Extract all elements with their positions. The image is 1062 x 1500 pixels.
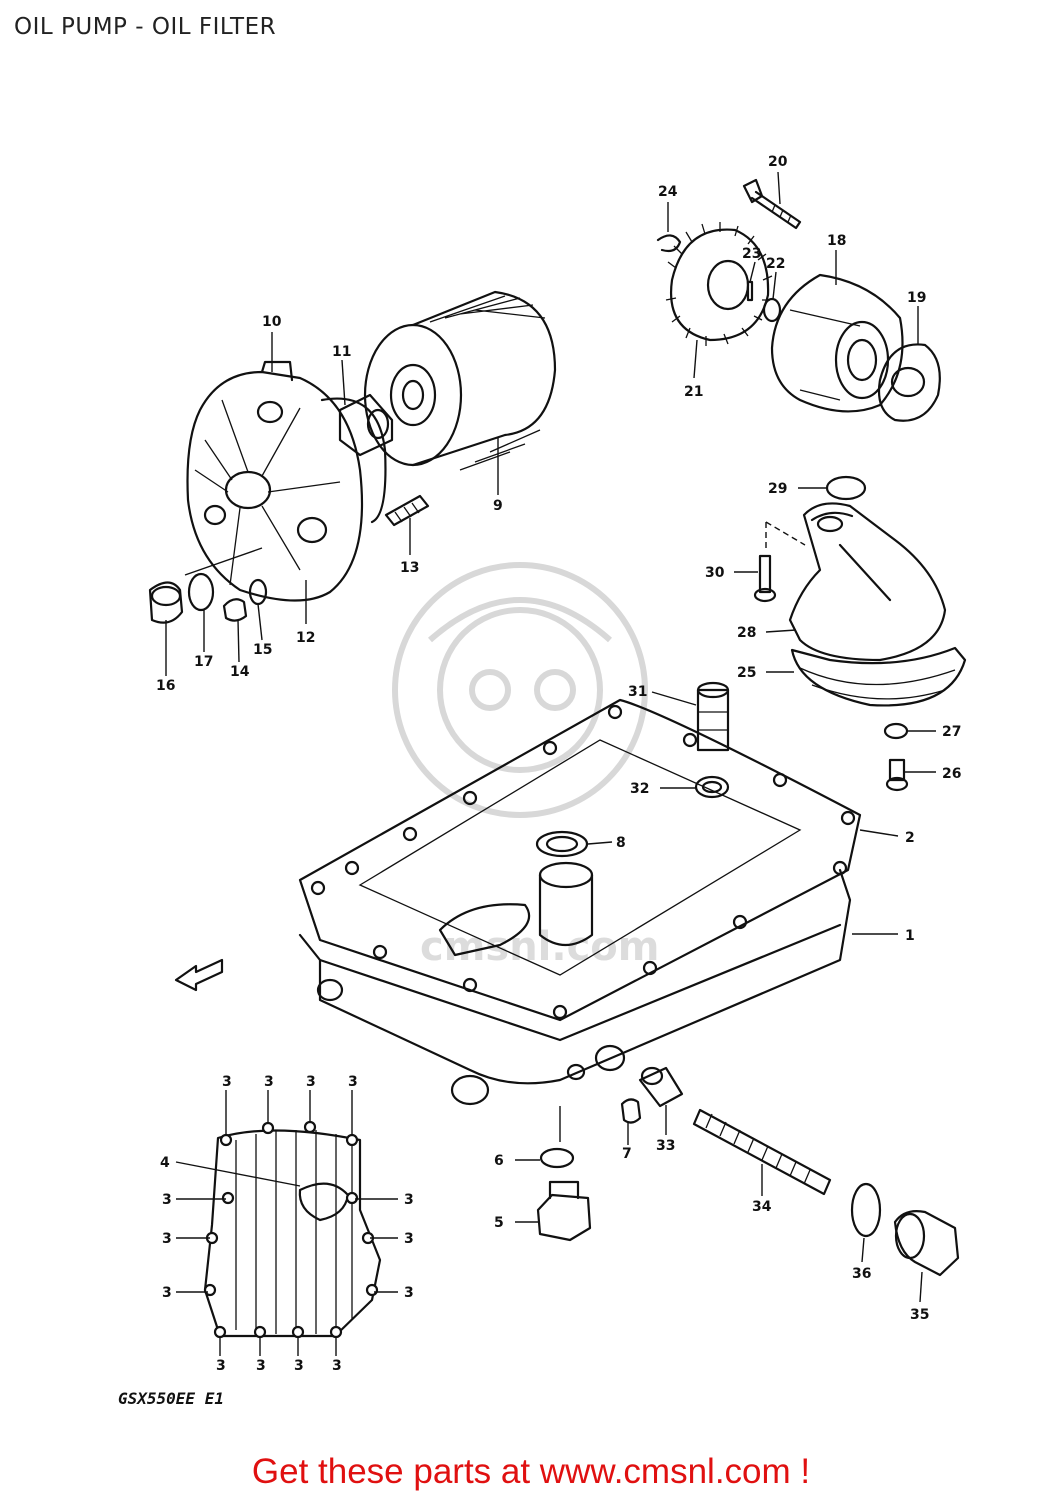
callout-36: 36 bbox=[852, 1266, 871, 1282]
oil-filter-element[interactable] bbox=[363, 290, 557, 471]
callout-6: 6 bbox=[494, 1153, 504, 1169]
callout-3: 3 bbox=[306, 1074, 316, 1090]
strainer-screen-25[interactable] bbox=[790, 646, 967, 707]
callout-labels: 10 11 9 13 12 16 17 14 15 20 24 23 22 18… bbox=[156, 154, 961, 1374]
callout-18: 18 bbox=[827, 233, 846, 249]
callout-28: 28 bbox=[737, 625, 756, 641]
callout-8: 8 bbox=[616, 835, 626, 851]
callout-30: 30 bbox=[705, 565, 725, 581]
washer-22[interactable] bbox=[762, 297, 782, 323]
callout-4: 4 bbox=[160, 1155, 170, 1171]
callout-3: 3 bbox=[162, 1285, 172, 1301]
callout-5: 5 bbox=[494, 1215, 504, 1231]
drain-plug-5[interactable] bbox=[536, 1180, 592, 1242]
callout-27: 27 bbox=[942, 724, 961, 740]
strainer-housing[interactable] bbox=[788, 502, 947, 662]
callout-9: 9 bbox=[493, 498, 503, 514]
union-bolt-31[interactable] bbox=[696, 681, 730, 752]
washer-6[interactable] bbox=[539, 1147, 575, 1169]
callout-13: 13 bbox=[400, 560, 419, 576]
pump-gasket-19[interactable] bbox=[877, 343, 941, 422]
callout-3: 3 bbox=[216, 1358, 226, 1374]
callout-35: 35 bbox=[910, 1307, 929, 1323]
relief-plug-35[interactable] bbox=[893, 1210, 960, 1277]
callout-14: 14 bbox=[230, 664, 250, 680]
cap-14[interactable] bbox=[222, 598, 248, 622]
page-title: OIL PUMP - OIL FILTER bbox=[14, 14, 277, 40]
callout-33: 33 bbox=[656, 1138, 675, 1154]
oil-pipe-bosses[interactable] bbox=[438, 775, 730, 957]
callout-21: 21 bbox=[684, 384, 703, 400]
front-arrow bbox=[174, 958, 224, 992]
callout-34: 34 bbox=[752, 1199, 772, 1215]
callout-26: 26 bbox=[942, 766, 961, 782]
callout-3: 3 bbox=[256, 1358, 266, 1374]
callout-3: 3 bbox=[404, 1285, 414, 1301]
oil-pump-body[interactable] bbox=[770, 273, 904, 413]
circlip-24[interactable] bbox=[656, 234, 682, 253]
washer-17[interactable] bbox=[187, 572, 215, 612]
pump-bolt[interactable] bbox=[742, 178, 802, 230]
cap-7[interactable] bbox=[620, 1098, 642, 1124]
callout-31: 31 bbox=[628, 684, 647, 700]
callout-25: 25 bbox=[737, 665, 756, 681]
callout-22: 22 bbox=[766, 256, 785, 272]
leader-lines bbox=[165, 171, 936, 1356]
callout-10: 10 bbox=[262, 314, 282, 330]
plunger-33[interactable] bbox=[638, 1066, 684, 1108]
callout-15: 15 bbox=[253, 642, 272, 658]
callout-3: 3 bbox=[348, 1074, 358, 1090]
callout-12: 12 bbox=[296, 630, 315, 646]
screw-guide-line bbox=[765, 521, 806, 550]
callout-3: 3 bbox=[162, 1192, 172, 1208]
callout-3: 3 bbox=[332, 1358, 342, 1374]
o-ring-29[interactable] bbox=[825, 475, 867, 501]
callout-11: 11 bbox=[332, 344, 351, 360]
washer-27[interactable] bbox=[883, 722, 909, 740]
callout-3: 3 bbox=[222, 1074, 232, 1090]
callout-3: 3 bbox=[404, 1231, 414, 1247]
callout-20: 20 bbox=[768, 154, 788, 170]
callout-1: 1 bbox=[905, 928, 915, 944]
oil-pan-gasket[interactable] bbox=[298, 698, 862, 1022]
callout-16: 16 bbox=[156, 678, 175, 694]
relief-spring-34[interactable] bbox=[692, 1108, 832, 1196]
model-code: GSX550EE E1 bbox=[118, 1389, 224, 1408]
callout-2: 2 bbox=[905, 830, 915, 846]
oil-pan[interactable] bbox=[298, 868, 852, 1106]
callout-3: 3 bbox=[264, 1074, 274, 1090]
oil-filter-cover[interactable] bbox=[186, 360, 364, 602]
callout-29: 29 bbox=[768, 481, 787, 497]
callout-24: 24 bbox=[658, 184, 678, 200]
callout-17: 17 bbox=[194, 654, 213, 670]
screw-30[interactable] bbox=[753, 554, 777, 603]
callout-32: 32 bbox=[630, 781, 649, 797]
callout-3: 3 bbox=[404, 1192, 414, 1208]
drain-plug-16[interactable] bbox=[148, 581, 184, 624]
oil-filter-cover-o-ring[interactable] bbox=[320, 397, 387, 524]
pump-gear[interactable] bbox=[665, 222, 773, 346]
o-ring-15[interactable] bbox=[248, 578, 268, 606]
o-ring-36[interactable] bbox=[850, 1182, 882, 1238]
callout-7: 7 bbox=[622, 1146, 632, 1162]
callout-3: 3 bbox=[294, 1358, 304, 1374]
oil-pan-bottom-view bbox=[203, 1120, 382, 1339]
callout-23: 23 bbox=[742, 246, 761, 262]
filter-stud[interactable] bbox=[384, 494, 430, 527]
callout-3: 3 bbox=[162, 1231, 172, 1247]
watermark-logo: cmsnl.com bbox=[392, 562, 659, 970]
parts-link[interactable]: Get these parts at www.cmsnl.com ! bbox=[251, 1452, 811, 1491]
bolt-26[interactable] bbox=[885, 758, 909, 792]
callout-19: 19 bbox=[907, 290, 926, 306]
pin-23[interactable] bbox=[746, 280, 754, 302]
